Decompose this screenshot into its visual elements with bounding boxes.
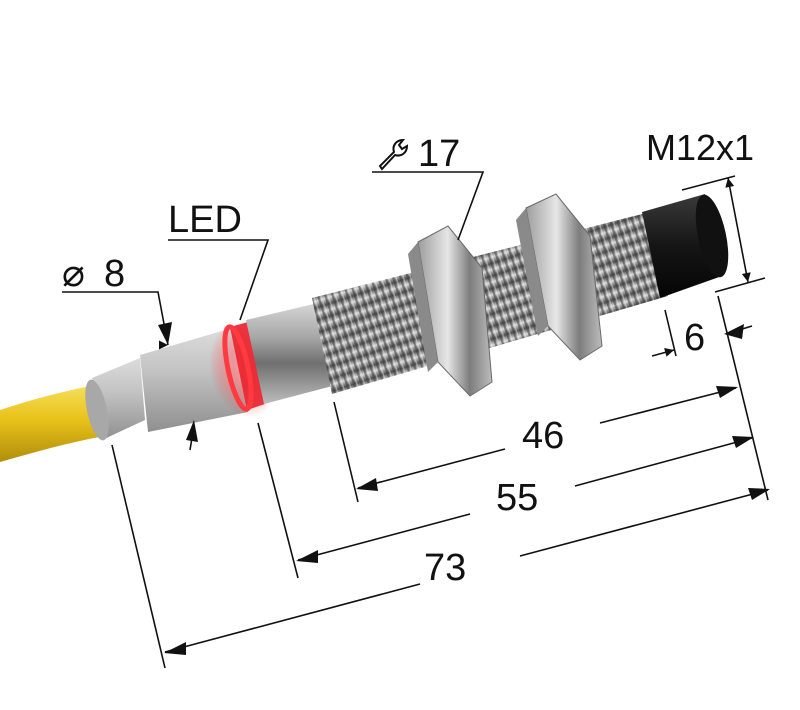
led-label: LED (168, 199, 242, 241)
dim-73-label: 73 (424, 547, 466, 589)
labels: ⌀ 8 LED 17 M12x1 6 46 55 73 (62, 127, 754, 589)
front-nut (516, 193, 603, 361)
dim-6-label: 6 (684, 317, 705, 359)
metal-housing (246, 302, 340, 404)
dim-46-label: 46 (522, 415, 564, 457)
dimension-lines (62, 171, 770, 669)
diameter-label: 8 (104, 253, 125, 295)
thread-label: M12x1 (646, 127, 754, 168)
wrench-size-label: 17 (418, 133, 460, 175)
diameter-symbol: ⌀ (62, 253, 85, 295)
cable (0, 385, 105, 462)
sensor-body (0, 193, 729, 462)
dim-55-label: 55 (496, 477, 538, 519)
sensing-cap (642, 194, 729, 298)
rear-nut (408, 225, 493, 397)
wrench-icon (378, 138, 409, 171)
